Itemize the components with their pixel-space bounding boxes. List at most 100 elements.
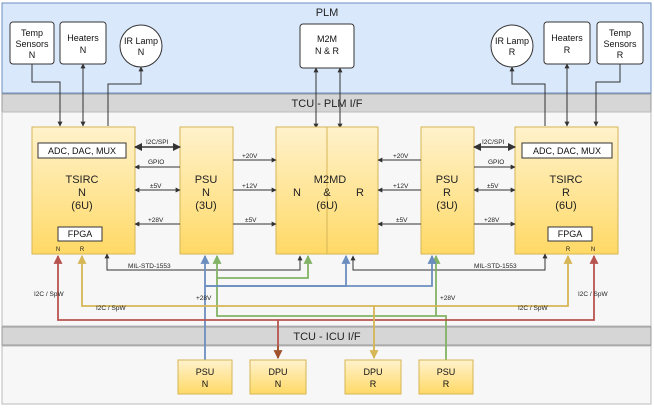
psu-r-l2: R <box>443 187 451 199</box>
heaters-r-box: Heaters R <box>543 21 591 65</box>
lbl-mil-left: MIL-STD-1553 <box>128 263 171 270</box>
heaters-n-box: Heaters N <box>59 21 107 65</box>
m2m-l2: N & R <box>315 46 340 56</box>
heaters-n-l1: Heaters <box>67 33 99 43</box>
tsirc-n-port-r: R <box>80 247 85 253</box>
psu-n-l1: PSU <box>195 174 218 186</box>
lbl-28-bus-right: +28V <box>440 295 456 302</box>
lbl-i2c-spw-left: I2C / SpW <box>34 291 64 298</box>
psu-n-unit: PSU N (3U) <box>179 126 234 255</box>
tcu-icu-if-label: TCU - ICU I/F <box>293 331 360 343</box>
lbl-i2c-spw-right: I2C / SpW <box>578 291 608 298</box>
icu-psu-r-l2: R <box>443 379 450 389</box>
icu-psu-r-l1: PSU <box>437 367 456 377</box>
psu-r-l3: (3U) <box>436 200 457 212</box>
temp-sensors-r-box: Temp Sensors R <box>596 21 644 65</box>
mil-std-lines <box>104 253 548 271</box>
m2md-l3: (6U) <box>316 200 337 212</box>
psu-r-unit: PSU R (3U) <box>420 126 475 255</box>
tsirc-r-l2: R <box>562 187 570 199</box>
temp-r-l2: Sensors <box>603 39 637 49</box>
lbl-5-left: ±5V <box>245 217 257 224</box>
tsirc-n-l1: TSIRC <box>66 174 99 186</box>
temp-n-l1: Temp <box>21 28 43 38</box>
tsirc-r-port-r: R <box>566 247 571 253</box>
icu-dpu-n-box: DPU N <box>249 359 307 395</box>
tsirc-r-l3: (6U) <box>555 200 576 212</box>
lbl-28-bus-left: +28V <box>196 295 212 302</box>
tsirc-r-unit: ADC, DAC, MUX TSIRC R (6U) FPGA R N <box>514 126 619 255</box>
m2md-l1: M2MD <box>314 174 346 186</box>
plm-connectors <box>31 63 621 129</box>
temp-r-l3: R <box>617 50 624 60</box>
psu-r-l1: PSU <box>436 174 459 186</box>
m2md-unit: N M2MD & (6U) R <box>275 126 379 255</box>
irlamp-r-l1: IR Lamp <box>495 36 529 46</box>
tsirc-n-l2: N <box>78 187 86 199</box>
lbl-5pm-left: ±5V <box>150 183 162 190</box>
icu-dpu-n-l2: N <box>275 379 282 389</box>
lbl-5-right: ±5V <box>396 217 408 224</box>
icu-region <box>1 345 652 405</box>
icu-psu-n-box: PSU N <box>177 359 233 395</box>
heaters-r-l2: R <box>564 45 571 55</box>
blue-bus <box>200 254 437 360</box>
left-internal-links <box>134 143 181 227</box>
icu-psu-r-box: PSU R <box>418 359 474 395</box>
temp-sensors-n-box: Temp Sensors N <box>9 21 55 65</box>
tsirc-n-fpga: FPGA <box>68 229 93 239</box>
ir-lamp-r-circle: IR Lamp R <box>490 24 534 68</box>
icu-dpu-n-l1: DPU <box>268 367 287 377</box>
irlamp-n-l1: IR Lamp <box>124 36 158 46</box>
ir-lamp-n-circle: IR Lamp N <box>119 24 163 68</box>
lbl-i2c-spw-mid-left: I2C / SpW <box>96 305 126 312</box>
m2md-l2: & <box>323 187 331 199</box>
lbl-20-left: +20V <box>242 153 258 160</box>
lbl-i2c-spi-right: I2C/SPI <box>482 139 505 146</box>
tsirc-n-port-n: N <box>56 247 60 253</box>
lbl-20-right: +20V <box>393 153 409 160</box>
psu-n-to-m2md <box>233 157 277 227</box>
dpu-arrows <box>273 346 379 360</box>
icu-dpu-r-box: DPU R <box>344 359 402 395</box>
lbl-i2c-spi-left: I2C/SPI <box>146 139 169 146</box>
lbl-12-right: +12V <box>393 183 409 190</box>
temp-n-l2: Sensors <box>15 39 49 49</box>
psu-n-l2: N <box>202 187 210 199</box>
tsirc-n-unit: ADC, DAC, MUX TSIRC N (6U) FPGA N R <box>31 126 136 255</box>
lbl-i2c-spw-mid-right: I2C / SpW <box>518 305 548 312</box>
lbl-mil-right: MIL-STD-1553 <box>474 263 517 270</box>
lbl-gpio-left: GPIO <box>148 159 164 166</box>
tcu-plm-if-label: TCU - PLM I/F <box>292 98 363 110</box>
temp-n-l3: N <box>29 50 36 60</box>
lbl-gpio-right: GPIO <box>488 159 504 166</box>
tsirc-n-l3: (6U) <box>71 200 92 212</box>
m2m-l1: M2M <box>317 34 337 44</box>
tsirc-r-fpga: FPGA <box>558 229 583 239</box>
m2md-left: N <box>293 187 301 199</box>
icu-dpu-r-l1: DPU <box>363 367 382 377</box>
psu-n-l3: (3U) <box>195 200 216 212</box>
red-bus <box>53 254 599 358</box>
icu-psu-n-l1: PSU <box>196 367 215 377</box>
icu-dpu-r-l2: R <box>370 379 377 389</box>
irlamp-n-l2: N <box>138 47 145 57</box>
temp-r-l1: Temp <box>609 28 631 38</box>
m2m-box: M2M N & R <box>299 23 355 69</box>
tsirc-r-port-n: N <box>591 247 595 253</box>
tsirc-r-l1: TSIRC <box>550 174 583 186</box>
plm-title: PLM <box>316 7 339 19</box>
tcu-icu-if-band <box>1 326 652 346</box>
heaters-n-l2: N <box>80 45 87 55</box>
psu-r-to-m2md <box>377 157 421 227</box>
tsirc-n-adc: ADC, DAC, MUX <box>48 146 116 156</box>
tsirc-r-adc: ADC, DAC, MUX <box>533 146 601 156</box>
lbl-28-right: +28V <box>484 217 500 224</box>
irlamp-r-l2: R <box>509 47 516 57</box>
lbl-12-left: +12V <box>242 183 258 190</box>
lbl-5pm-right: ±5V <box>487 183 499 190</box>
yellow-bus <box>77 254 573 358</box>
right-internal-links <box>473 143 516 227</box>
lbl-28-left: +28V <box>148 217 164 224</box>
